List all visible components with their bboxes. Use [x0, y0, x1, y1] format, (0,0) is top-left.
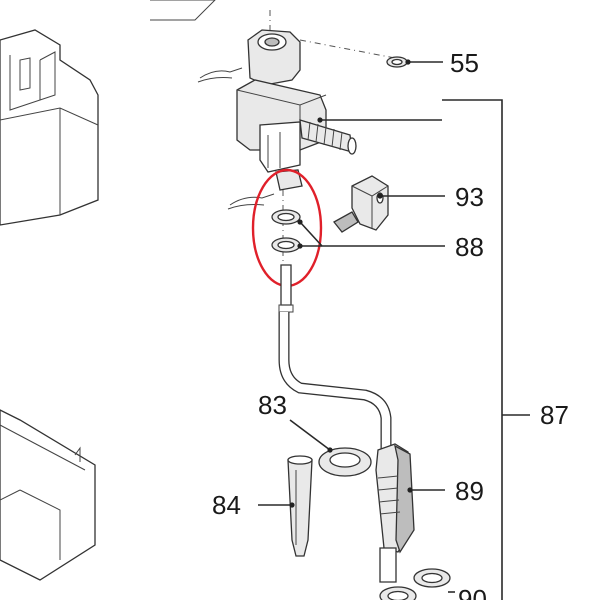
clip-pin-mid: [227, 193, 275, 210]
leader-87-bracket: [317, 99, 530, 600]
leader-84: [258, 502, 295, 508]
label-88: 88: [455, 232, 484, 262]
part-84-tip: [287, 455, 313, 557]
threaded-shaft: [299, 119, 357, 155]
label-83: 83: [258, 390, 287, 420]
part-83-washer: [318, 447, 372, 477]
leader-89: [407, 487, 445, 493]
label-84: 84: [212, 490, 241, 520]
label-90: 90: [458, 584, 487, 600]
clip-pin-top: [197, 67, 243, 83]
steam-pipe: [278, 264, 392, 450]
leader-88: [297, 219, 445, 249]
housing-lower-left: [0, 409, 96, 581]
o-ring-lower: [271, 237, 301, 253]
label-55: 55: [450, 48, 479, 78]
part-89-nozzle: [375, 443, 415, 583]
leader-55: [386, 56, 443, 68]
leader-93: [377, 193, 445, 199]
label-87: 87: [540, 400, 569, 430]
washer-55-axis: [299, 39, 396, 59]
label-89: 89: [455, 476, 484, 506]
leader-83: [289, 419, 333, 453]
part-90-washers: [379, 568, 451, 600]
o-ring-upper: [271, 209, 301, 225]
housing-upper-left: [0, 0, 216, 226]
label-93: 93: [455, 182, 484, 212]
part-93-block: [333, 175, 389, 233]
head-bracket: [236, 29, 327, 191]
